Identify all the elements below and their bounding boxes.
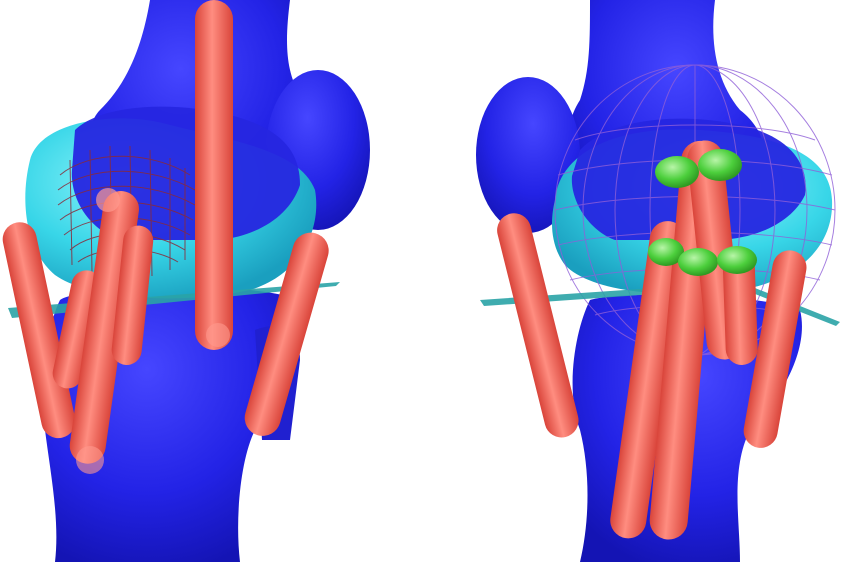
attachment-node — [717, 246, 757, 274]
knee-model-view-right — [440, 0, 854, 562]
ligament-patellar-left — [195, 0, 233, 350]
attachment-node — [655, 156, 699, 188]
knee-model-view-left — [0, 0, 430, 562]
knee-model-canvas-left — [0, 0, 430, 562]
knee-model-canvas-right — [440, 0, 854, 562]
attachment-node — [698, 149, 742, 181]
attachment-node — [678, 248, 718, 276]
